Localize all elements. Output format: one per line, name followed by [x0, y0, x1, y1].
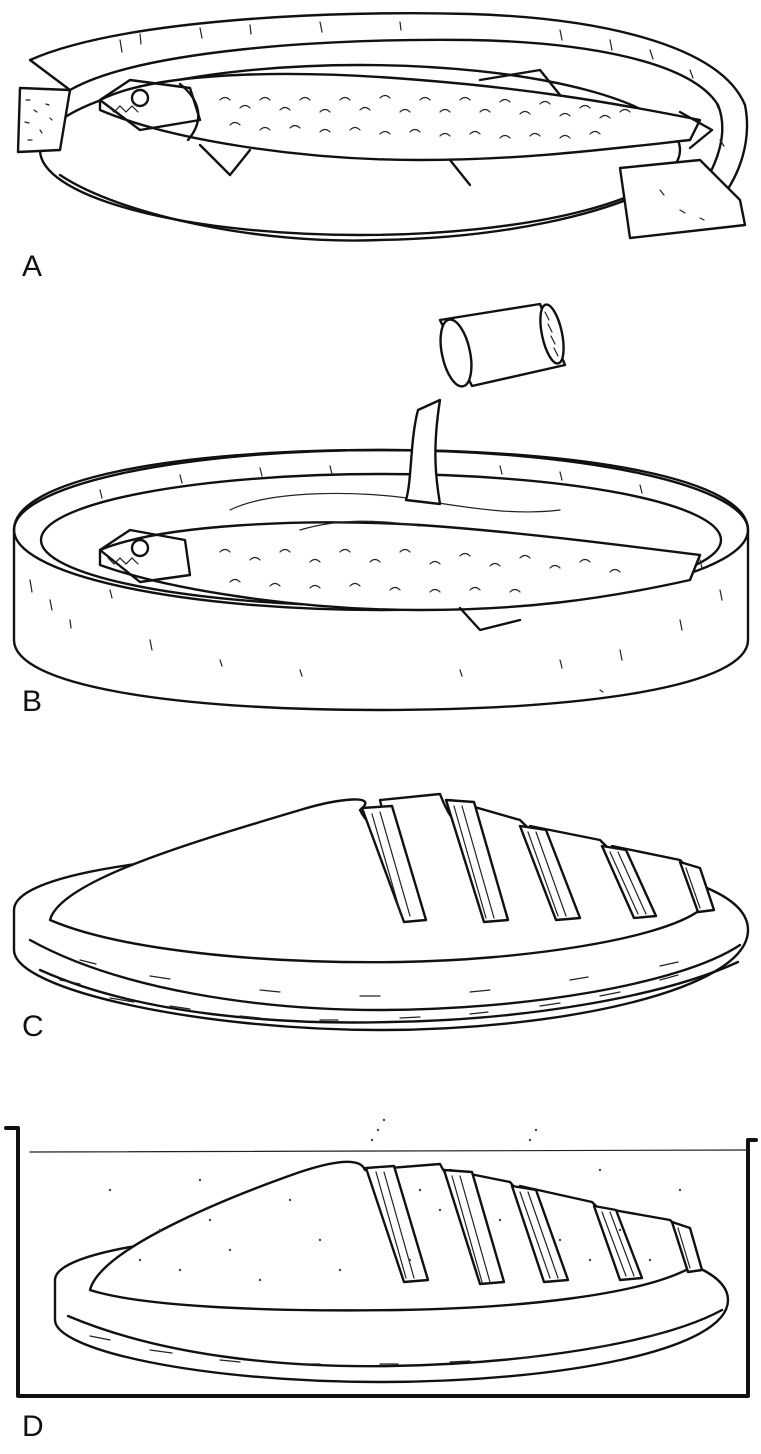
panel-b-illustration — [0, 290, 761, 730]
panel-c-illustration — [0, 770, 761, 1060]
panel-d-illustration — [0, 1110, 761, 1454]
panel-label-d: D — [22, 1410, 44, 1444]
panel-label-c: C — [22, 1010, 44, 1044]
liquid-surface-d — [30, 1150, 748, 1152]
pouring-cup — [435, 303, 568, 390]
panel-c: C — [0, 770, 761, 1060]
panel-label-a: A — [22, 250, 42, 284]
panel-a: A — [0, 0, 761, 290]
panel-label-b: B — [22, 685, 42, 719]
panel-a-illustration — [0, 0, 761, 290]
panel-d: D — [0, 1110, 761, 1454]
panel-b: B — [0, 290, 761, 730]
resin-stream — [406, 400, 440, 504]
